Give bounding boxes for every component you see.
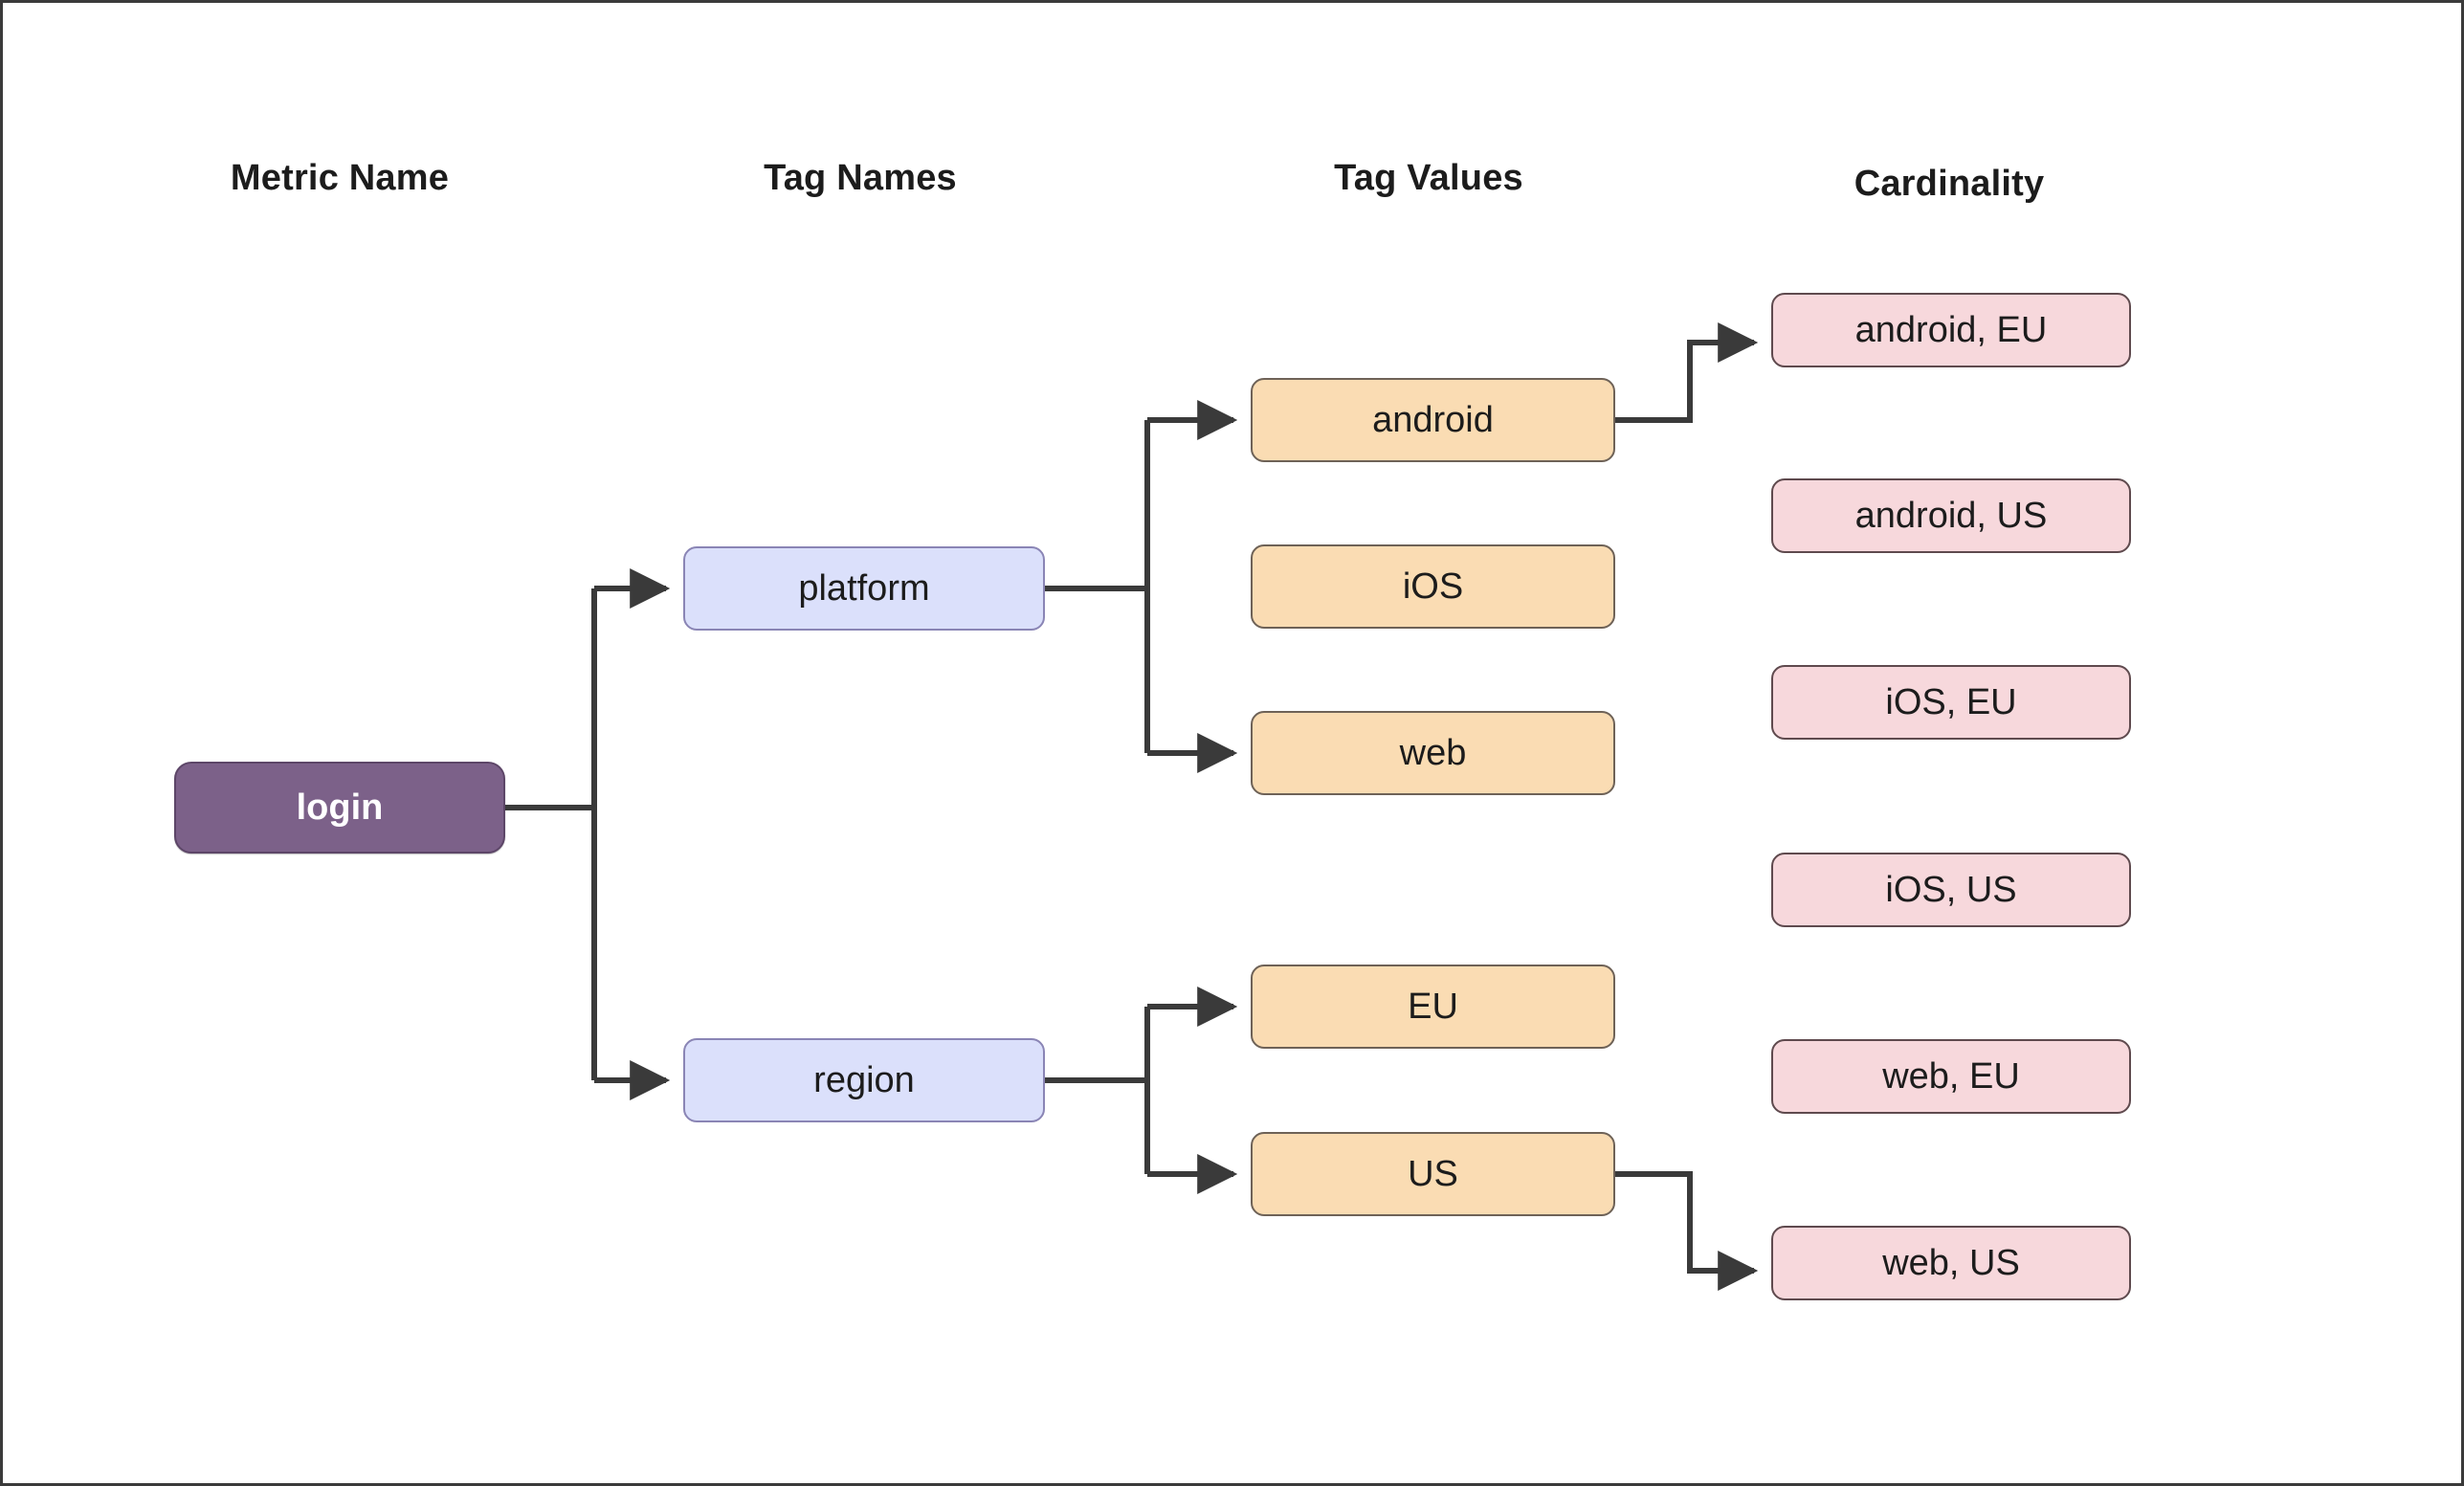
node-tag-value-android[interactable]: android [1251, 378, 1615, 462]
node-cardinality-android-us[interactable]: android, US [1771, 478, 2131, 553]
node-tag-name-platform[interactable]: platform [683, 546, 1045, 631]
node-tag-value-eu[interactable]: EU [1251, 965, 1615, 1049]
node-tag-value-us[interactable]: US [1251, 1132, 1615, 1216]
node-tag-value-web[interactable]: web [1251, 711, 1615, 795]
node-tag-name-region[interactable]: region [683, 1038, 1045, 1122]
node-cardinality-web-eu[interactable]: web, EU [1771, 1039, 2131, 1114]
edge-us-to-web-us [1615, 1171, 1759, 1291]
node-metric-login[interactable]: login [174, 762, 505, 854]
node-tag-value-ios[interactable]: iOS [1251, 544, 1615, 629]
node-cardinality-ios-eu[interactable]: iOS, EU [1771, 665, 2131, 740]
node-cardinality-android-eu[interactable]: android, EU [1771, 293, 2131, 367]
column-header-metric-name: Metric Name [230, 158, 450, 198]
column-header-cardinality: Cardinality [1854, 164, 2045, 204]
node-cardinality-ios-us[interactable]: iOS, US [1771, 853, 2131, 927]
column-header-tag-names: Tag Names [764, 158, 957, 198]
column-header-tag-values: Tag Values [1334, 158, 1523, 198]
node-cardinality-web-us[interactable]: web, US [1771, 1226, 2131, 1300]
edge-android-to-android-eu [1615, 322, 1759, 423]
